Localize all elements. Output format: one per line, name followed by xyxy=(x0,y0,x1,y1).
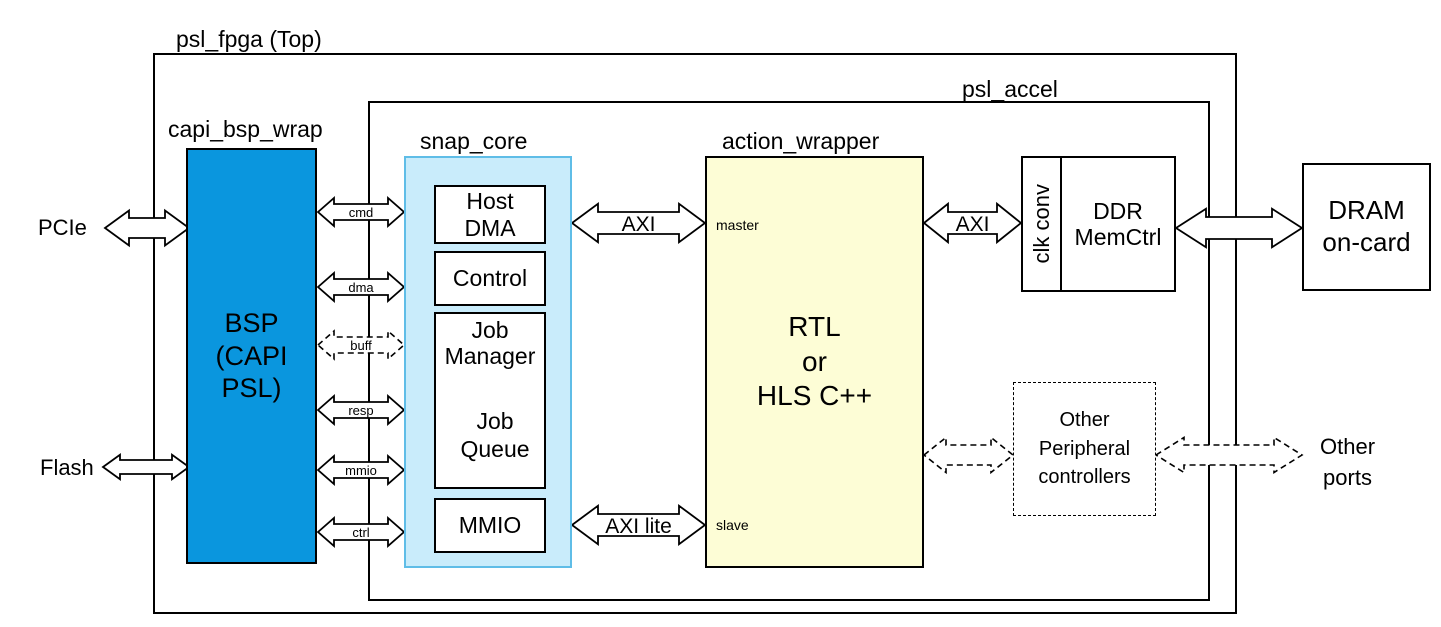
bsp-label-line1: BSP xyxy=(224,307,279,338)
axi-ddr-label: AXI xyxy=(956,213,990,236)
job-manager-block xyxy=(434,312,546,489)
action-line-hls: HLS C++ xyxy=(756,380,873,412)
peripheral-left-arrow xyxy=(922,435,1015,475)
peripheral-label-line3: controllers xyxy=(1038,466,1131,489)
bsp-block: BSP (CAPI PSL) xyxy=(186,148,317,564)
job-manager-label-line1: Job xyxy=(471,317,509,343)
mmio-label: MMIO xyxy=(458,512,522,539)
job-manager-label: Job Manager xyxy=(434,317,546,370)
control-block: Control xyxy=(434,251,546,306)
flash-arrow xyxy=(101,452,191,482)
master-port-label: master xyxy=(716,217,759,233)
job-queue-label-line1: Job xyxy=(476,408,514,434)
signal-label-resp: resp xyxy=(348,403,373,418)
clk-conv-label: clk conv xyxy=(1028,184,1054,264)
action-line-rtl: RTL xyxy=(788,310,841,342)
job-queue-label: Job Queue xyxy=(452,408,538,463)
clk-conv-block: clk conv xyxy=(1021,156,1062,292)
bsp-label-line3: PSL) xyxy=(221,373,282,404)
job-queue-label-line2: Queue xyxy=(460,435,530,462)
flash-label: Flash xyxy=(40,455,94,480)
dram-label-line1: DRAM xyxy=(1328,195,1405,226)
signal-label-dma: dma xyxy=(348,280,374,295)
ddr-memctrl-block: DDR MemCtrl xyxy=(1060,156,1176,292)
dram-arrow xyxy=(1174,207,1304,249)
ddr-label-line1: DDR xyxy=(1093,197,1143,224)
peripheral-right-arrow xyxy=(1154,436,1304,474)
other-ports-label: Other ports xyxy=(1320,432,1375,494)
dram-label-line2: on-card xyxy=(1322,227,1411,257)
control-label: Control xyxy=(452,265,528,292)
psl-fpga-title: psl_fpga (Top) xyxy=(176,26,322,52)
other-ports-line2: ports xyxy=(1323,464,1372,490)
host-dma-block: Host DMA xyxy=(434,185,546,244)
action-wrapper-title: action_wrapper xyxy=(722,128,880,154)
axi-master-label: AXI xyxy=(622,213,656,236)
other-ports-line1: Other xyxy=(1320,434,1376,459)
ddr-label-line2: MemCtrl xyxy=(1074,224,1162,250)
signal-label-ctrl: ctrl xyxy=(352,525,369,540)
pcie-label: PCIe xyxy=(38,215,87,240)
bsp-label-line2: (CAPI xyxy=(215,340,288,371)
host-dma-label-line2: DMA xyxy=(464,214,516,241)
action-wrapper-block: RTL or HLS C++ xyxy=(705,156,924,568)
peripheral-label-line1: Other xyxy=(1059,409,1110,432)
signal-label-cmd: cmd xyxy=(349,205,374,220)
signal-arrow-buff xyxy=(316,329,406,361)
pcie-arrow xyxy=(103,208,191,248)
capi-bsp-wrap-title: capi_bsp_wrap xyxy=(168,116,323,142)
job-manager-label-line2: Manager xyxy=(444,342,536,369)
host-dma-label-line1: Host xyxy=(466,188,514,215)
signal-label-mmio: mmio xyxy=(345,463,377,478)
signal-label-buff: buff xyxy=(350,338,372,353)
snap-core-title: snap_core xyxy=(420,128,528,154)
mmio-block: MMIO xyxy=(434,498,546,553)
peripheral-label-line2: Peripheral xyxy=(1038,437,1131,460)
axi-lite-label: AXI lite xyxy=(605,515,672,538)
other-peripheral-block: Other Peripheral controllers xyxy=(1013,382,1156,516)
psl-accel-title: psl_accel xyxy=(962,76,1058,102)
slave-port-label: slave xyxy=(716,517,749,533)
action-line-or: or xyxy=(802,345,827,377)
dram-block: DRAM on-card xyxy=(1302,163,1431,291)
